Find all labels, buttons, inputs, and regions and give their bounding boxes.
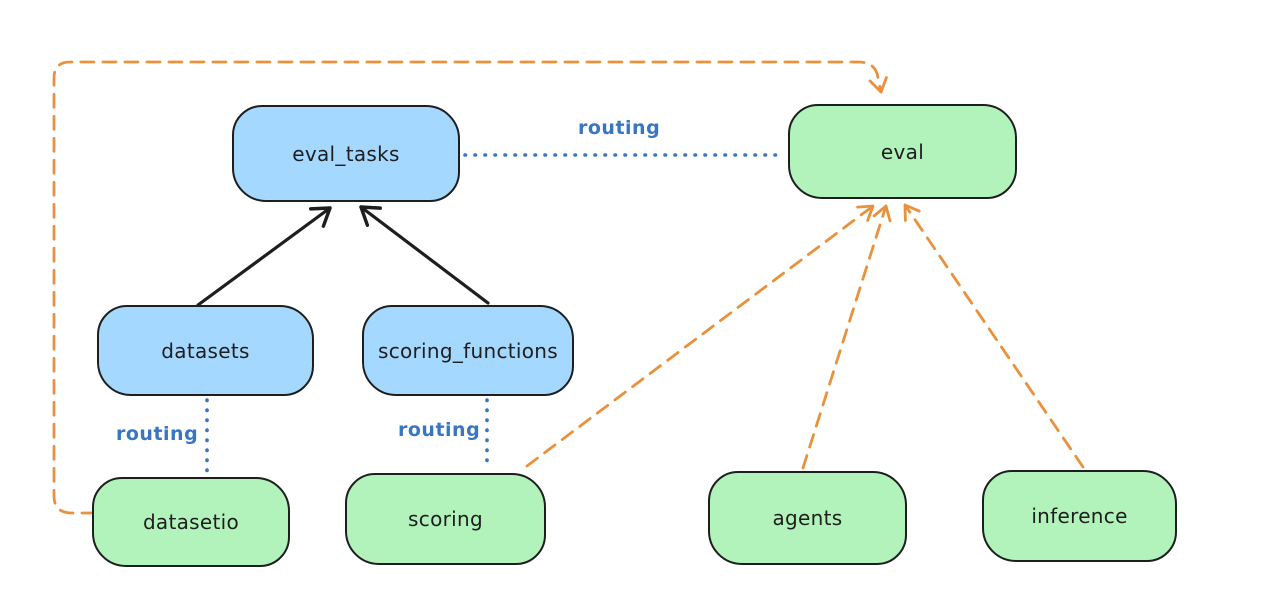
node-datasets-label: datasets [161, 338, 250, 363]
node-datasetio-label: datasetio [142, 510, 240, 534]
edge-label-routing-top: routing [578, 117, 661, 139]
edge-datasets-to-eval-tasks [196, 206, 332, 307]
edge-scoring-functions-to-eval-tasks [359, 205, 490, 305]
node-agents: agents [708, 471, 907, 565]
node-scoring-label: scoring [408, 507, 483, 531]
edge-agents-to-eval [801, 204, 892, 470]
edge-label-routing-datasetio: routing [116, 423, 199, 445]
node-eval-label: eval [880, 139, 925, 164]
node-inference-label: inference [1031, 504, 1128, 528]
edge-scoring-to-eval [525, 204, 875, 468]
node-scoring-functions-label: scoring_functions [377, 338, 559, 363]
node-inference: inference [982, 470, 1177, 562]
node-eval-tasks-label: eval_tasks [292, 141, 400, 166]
node-eval-tasks: eval_tasks [232, 105, 460, 202]
node-datasetio: datasetio [92, 477, 290, 567]
node-eval: eval [788, 104, 1017, 199]
edge-inference-to-eval [903, 203, 1085, 469]
node-scoring-functions: scoring_functions [362, 305, 574, 396]
node-scoring: scoring [345, 473, 546, 565]
edge-label-routing-scoring: routing [398, 419, 481, 441]
node-datasets: datasets [97, 305, 314, 396]
edge-datasetio-to-eval [52, 60, 888, 515]
node-agents-label: agents [772, 506, 843, 530]
